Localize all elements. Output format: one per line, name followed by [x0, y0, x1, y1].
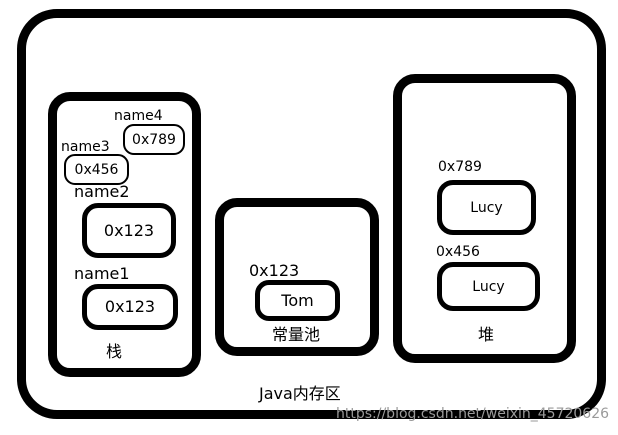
constant-pool-label: 常量池 — [272, 325, 321, 344]
constant-pool-region — [215, 198, 379, 356]
stack-var-name3-label: name3 — [61, 139, 110, 155]
stack-var-name4-box: 0x789 — [123, 124, 185, 155]
stack-var-name2-label: name2 — [74, 182, 130, 201]
heap-object-0x789-box: Lucy — [437, 180, 536, 235]
constant-pool-address: 0x123 — [249, 261, 300, 280]
heap-object-0x456-value: Lucy — [472, 278, 505, 295]
heap-object-0x456-box: Lucy — [437, 262, 540, 311]
heap-object-0x789-value: Lucy — [470, 199, 503, 216]
watermark-text: https://blog.csdn.net/weixin_45720626 — [336, 406, 610, 422]
stack-var-name3-box: 0x456 — [64, 154, 129, 185]
heap-object-0x789-address: 0x789 — [438, 159, 482, 175]
stack-var-name1-value: 0x123 — [104, 297, 156, 316]
stack-var-name1-box: 0x123 — [82, 284, 178, 330]
heap-label: 堆 — [478, 325, 495, 344]
stack-var-name3-value: 0x456 — [74, 161, 119, 178]
stack-var-name4-label: name4 — [114, 108, 163, 124]
stack-var-name4-value: 0x789 — [132, 131, 176, 148]
constant-pool-value-box: Tom — [255, 280, 340, 321]
stack-var-name2-box: 0x123 — [82, 203, 176, 258]
stack-var-name1-label: name1 — [74, 264, 130, 283]
stack-var-name2-value: 0x123 — [103, 220, 155, 240]
constant-pool-value: Tom — [281, 290, 314, 310]
heap-object-0x456-address: 0x456 — [436, 244, 480, 260]
java-memory-area-label: Java内存区 — [259, 384, 341, 403]
stack-label: 栈 — [106, 342, 123, 361]
